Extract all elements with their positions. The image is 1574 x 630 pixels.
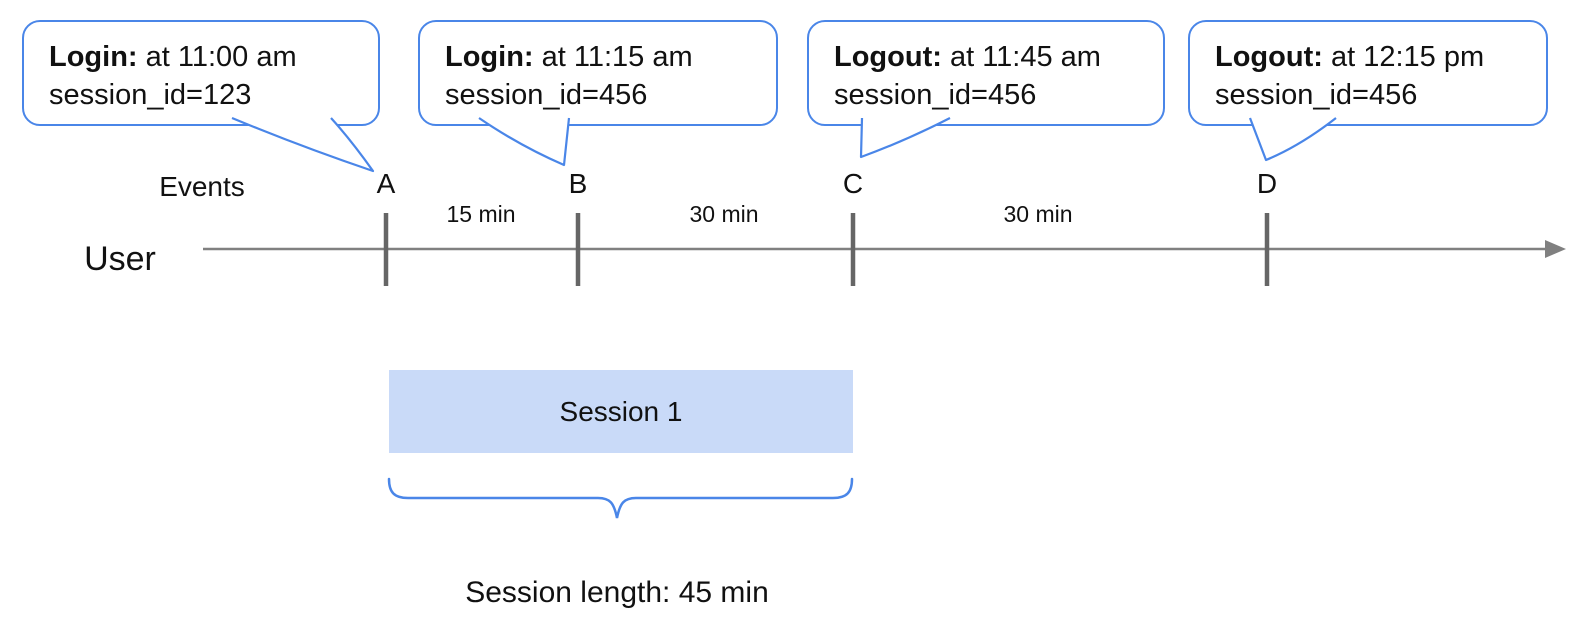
callout-line2: session_id=456	[834, 79, 1037, 111]
event-time: at 11:00 am	[137, 41, 297, 73]
user-axis-label: User	[84, 240, 156, 278]
event-time: at 11:45 am	[941, 41, 1101, 73]
event-callout-logout-d: Logout: at 12:15 pm session_id=456	[1188, 20, 1548, 126]
event-callout-logout-c: Logout: at 11:45 am session_id=456	[807, 20, 1165, 126]
event-marker-a: A	[376, 168, 396, 199]
event-marker-d: D	[1256, 168, 1278, 199]
event-time: at 12:15 pm	[1322, 41, 1485, 73]
event-marker-c: C	[842, 168, 864, 199]
callout-line1: Login: at 11:00 am	[49, 38, 378, 76]
callout-line1: Login: at 11:15 am	[445, 38, 776, 76]
event-type-label: Logout:	[1215, 41, 1323, 73]
session-1-label: Session 1	[559, 395, 683, 427]
session-length-label: Session length: 45 min	[465, 576, 769, 609]
event-time: at 11:15 am	[533, 41, 693, 73]
interval-a-b: 15 min	[446, 201, 516, 227]
callout-line1: Logout: at 11:45 am	[834, 38, 1163, 76]
timeline-arrowhead	[1545, 240, 1566, 258]
callout-line2: session_id=123	[49, 79, 252, 111]
session-brace	[387, 477, 854, 519]
interval-c-d: 30 min	[1003, 201, 1073, 227]
event-type-label: Login:	[49, 41, 138, 73]
events-row-label: Events	[159, 171, 245, 202]
event-callout-login-a: Login: at 11:00 am session_id=123	[22, 20, 380, 126]
callout-line1: Logout: at 12:15 pm	[1215, 38, 1546, 76]
event-callout-login-b: Login: at 11:15 am session_id=456	[418, 20, 778, 126]
callout-line2: session_id=456	[445, 79, 648, 111]
callout-line2: session_id=456	[1215, 79, 1418, 111]
event-type-label: Login:	[445, 41, 534, 73]
session-1-box: Session 1	[389, 370, 853, 453]
event-type-label: Logout:	[834, 41, 942, 73]
event-marker-b: B	[568, 168, 588, 199]
interval-b-c: 30 min	[689, 201, 759, 227]
